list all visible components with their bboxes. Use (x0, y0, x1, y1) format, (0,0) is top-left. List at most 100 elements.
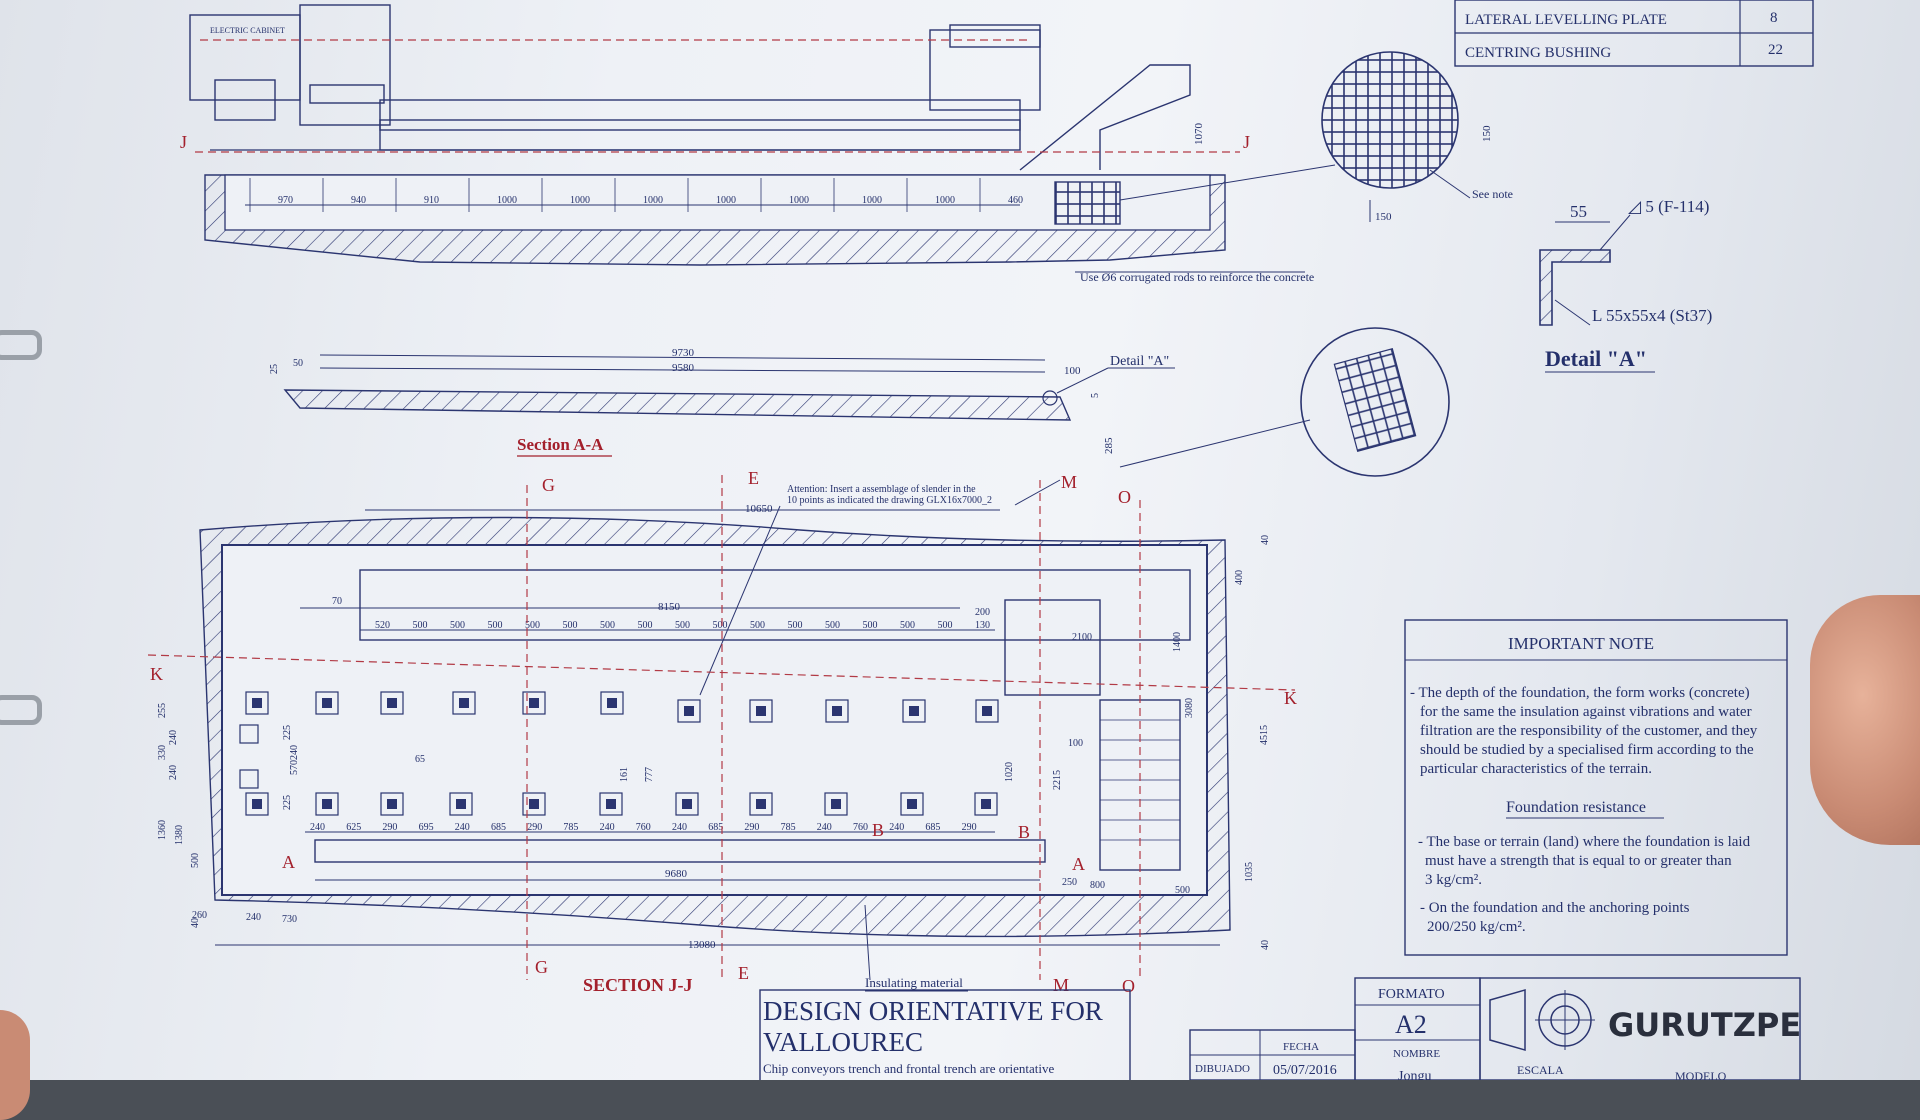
anchor-bolt (529, 799, 539, 809)
dim-top: 10650 (745, 503, 773, 515)
bottom-dim: 240 (889, 822, 904, 833)
dim-100: 100 (1068, 738, 1083, 749)
anchor-bolt (831, 799, 841, 809)
dim-2100: 2100 (1072, 632, 1092, 643)
marker-o: O (1122, 976, 1135, 996)
pitch-dim: 500 (750, 620, 765, 631)
dim-2215: 2215 (1052, 770, 1063, 790)
bottom-dim: 240 (672, 822, 687, 833)
left-dim: 40 (190, 918, 201, 928)
pad-dim: 1000 (570, 195, 590, 206)
pitch-dim: 500 (563, 620, 578, 631)
anchor-bolt (682, 799, 692, 809)
left-dim: 240 (168, 730, 179, 745)
anchor-bolt (756, 799, 766, 809)
bottom-dim: 290 (382, 822, 397, 833)
anchor-point (239, 769, 259, 789)
dim-1020: 1020 (1004, 762, 1015, 782)
marker-m: M (1061, 472, 1077, 492)
dim-left: 50 (293, 358, 303, 369)
pitch-dim: 500 (450, 620, 465, 631)
marker-k: K (150, 664, 163, 684)
pitch-dim: 500 (525, 620, 540, 631)
brand-logo: GURUTZPE (1608, 1006, 1801, 1044)
anchor-bolt (387, 799, 397, 809)
marker-g: G (535, 957, 548, 977)
mesh-detail: 150 150 See note (1119, 51, 1513, 223)
see-note-label: See note (1472, 187, 1513, 201)
dim-1035: 1035 (1244, 862, 1255, 882)
anchor-points (239, 691, 999, 816)
dim-small: 5 (1090, 393, 1101, 398)
fecha-label: FECHA (1283, 1041, 1319, 1053)
cabinet-label: ELECTRIC CABINET (210, 26, 285, 35)
dim-777: 777 (644, 767, 655, 782)
detail-a-title: Detail "A" (1545, 346, 1647, 371)
nombre-value: Jongu (1398, 1069, 1431, 1080)
section-marker-j: J (180, 132, 187, 152)
note-line: - On the foundation and the anchoring po… (1420, 900, 1690, 916)
marker-k: K (1284, 688, 1297, 708)
dim-right: 100 (1064, 365, 1081, 377)
drawing-title: VALLOUREC (763, 1027, 923, 1057)
left-dim: 225 (282, 795, 293, 810)
bottom-dim: 785 (563, 822, 578, 833)
dim-40: 40 (1260, 940, 1271, 950)
anchor-bolt (981, 799, 991, 809)
dim-3080: 3080 (1184, 698, 1195, 718)
dim-161: 161 (619, 767, 630, 782)
note-line: must have a strength that is equal to or… (1425, 853, 1732, 869)
pad-dim: 460 (1008, 195, 1023, 206)
note-title: IMPORTANT NOTE (1508, 634, 1654, 653)
left-dim: 255 (157, 703, 168, 718)
marker-g: G (542, 475, 555, 495)
marker-e: E (738, 963, 749, 983)
dim-inner: 9580 (672, 362, 695, 374)
note-line: for the same the insulation against vibr… (1420, 704, 1752, 720)
dim-1400: 1400 (1172, 632, 1183, 652)
left-dim: 330 (157, 745, 168, 760)
title-block: DESIGN ORIENTATIVE FOR VALLOUREC Chip co… (759, 977, 1801, 1080)
pitch-dim: 500 (825, 620, 840, 631)
binder-ring-icon (0, 695, 42, 725)
dim-400: 400 (1234, 570, 1245, 585)
note-line: - The depth of the foundation, the form … (1410, 685, 1750, 701)
marker-b: B (1018, 822, 1030, 842)
thumb (1810, 595, 1920, 845)
anchor-bolt (456, 799, 466, 809)
dim-9680: 9680 (665, 868, 688, 880)
parts-table: LATERAL LEVELLING PLATE 8 CENTRING BUSHI… (1454, 0, 1814, 67)
bottom-dim: 290 (744, 822, 759, 833)
anchor-bolt (907, 799, 917, 809)
dim-40: 40 (1260, 535, 1271, 545)
marker-e: E (748, 468, 759, 488)
nombre-label: NOMBRE (1393, 1048, 1440, 1060)
left-dim: 240 (168, 765, 179, 780)
dim-70: 70 (332, 596, 342, 607)
dim-8150: 8150 (658, 601, 681, 613)
dim-500: 500 (1175, 885, 1190, 896)
detail-a-dim: 55 (1570, 202, 1587, 221)
detail-a: 55 ◿ 5 (F-114) L 55x55x4 (St37) Detail "… (1300, 197, 1712, 477)
projection-symbol-icon (1489, 989, 1526, 1051)
marker-o: O (1118, 487, 1131, 507)
bottom-dim: 290 (527, 822, 542, 833)
pad-dim: 1000 (862, 195, 882, 206)
anchor-bolt (529, 698, 539, 708)
formato-value: A2 (1395, 1010, 1427, 1039)
pad-dim: 1000 (643, 195, 663, 206)
escala-label: ESCALA (1517, 1063, 1564, 1077)
bottom-dim: 695 (419, 822, 434, 833)
anchor-bolt (684, 706, 694, 716)
profile-label: L 55x55x4 (St37) (1592, 306, 1712, 325)
section-marker-j: J (1243, 132, 1250, 152)
anchor-bolt (322, 799, 332, 809)
bottom-dim: 685 (925, 822, 940, 833)
note-line: - The base or terrain (land) where the f… (1418, 834, 1751, 850)
important-note: IMPORTANT NOTE - The depth of the founda… (1404, 619, 1788, 956)
